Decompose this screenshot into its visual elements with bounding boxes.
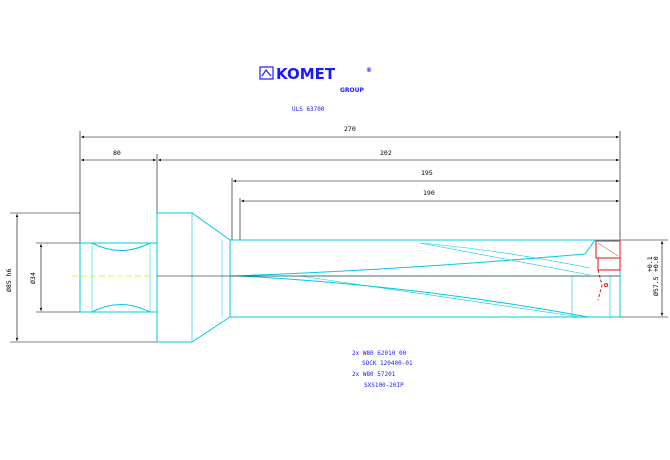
flute-lower (239, 275, 589, 318)
note-line-2: SOCK 120400-01 (362, 360, 413, 367)
shank (79, 242, 158, 313)
parts-notes: 2x W80 62010 00 SOCK 120400-01 2x W80 57… (352, 350, 413, 389)
note-line-1: 2x W80 62010 00 (352, 350, 407, 357)
note-line-3: 2x W80 57201 (352, 371, 396, 378)
dim-shank-length: 80 (113, 149, 121, 157)
dim-shank-od: Ø85 h6 (5, 268, 13, 292)
dimensions (10, 131, 668, 343)
body (229, 239, 621, 318)
dim-cutting-tol-lower: +0.0 (652, 256, 660, 272)
flange (156, 212, 231, 343)
logo-brand: KOMET (276, 65, 336, 83)
dim-overall-length: 270 (344, 125, 356, 133)
logo-group: GROUP (340, 87, 365, 94)
dim-cutting-tol-upper: +0.1 (646, 256, 654, 272)
logo-registered: ® (366, 67, 372, 74)
komet-logo: KOMET ® GROUP (259, 65, 372, 94)
dim-body-length: 202 (380, 149, 392, 157)
note-line-4: SXS100-20IP (364, 382, 404, 389)
dim-flute-length-2: 190 (423, 189, 435, 197)
drawing-number: ULS 63700 (292, 106, 325, 113)
flute-upper (231, 239, 596, 277)
dim-flute-length-1: 195 (421, 169, 433, 177)
dim-shank-id: Ø34 (29, 272, 37, 284)
cutting-inserts (595, 240, 621, 301)
dim-cutting-diameter: Ø57.5 (652, 276, 660, 296)
tool-outline (79, 212, 621, 343)
logo-emblem-mark (261, 68, 272, 77)
logo-emblem-icon (259, 66, 274, 80)
